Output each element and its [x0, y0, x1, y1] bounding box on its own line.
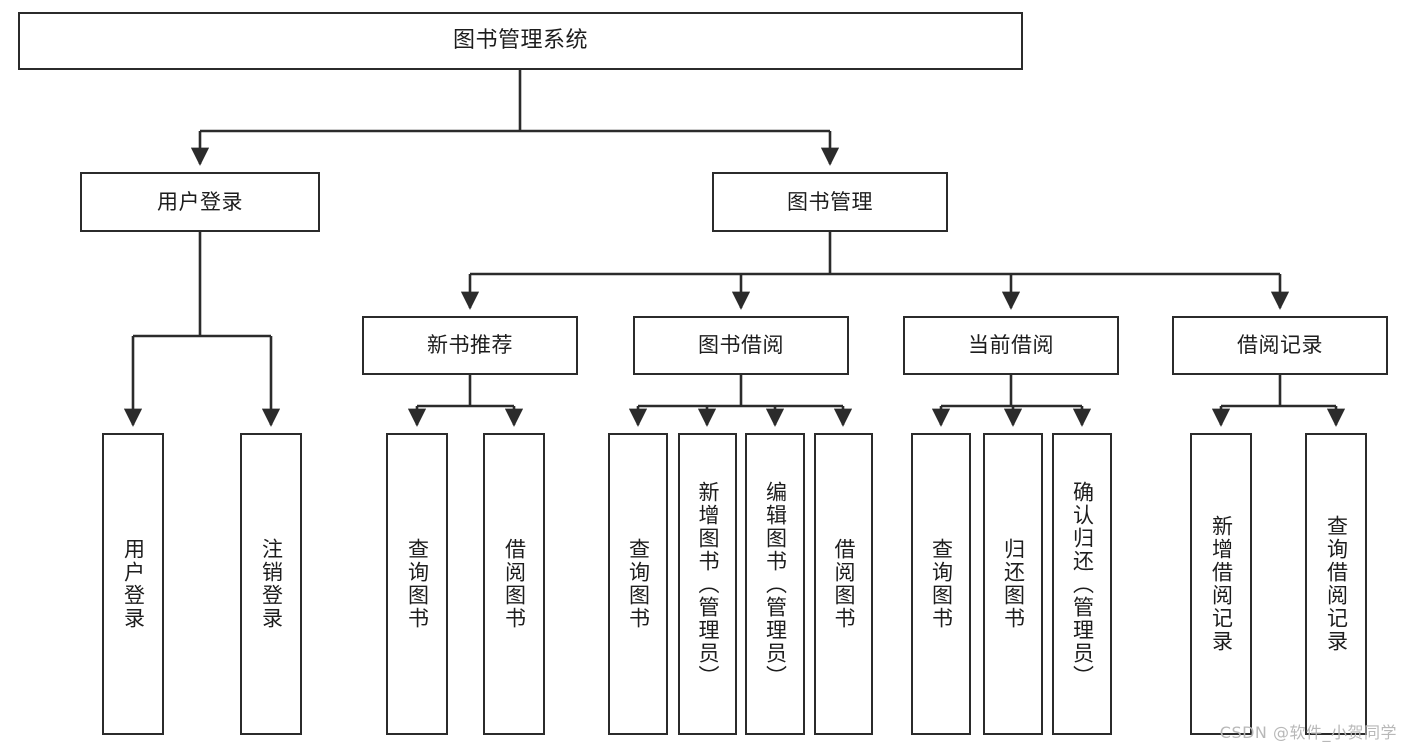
leaf-node-label: 编辑图书（管理员）	[763, 480, 788, 688]
node-new-book-recommend-label: 新书推荐	[427, 333, 513, 358]
leaf-node[interactable]: 查询图书	[608, 433, 668, 735]
node-root-label: 图书管理系统	[452, 28, 588, 54]
leaf-node-label: 新增借阅记录	[1209, 515, 1234, 653]
leaf-node-label: 归还图书	[1001, 538, 1026, 630]
leaf-node[interactable]: 借阅图书	[814, 433, 873, 735]
node-current-borrow-label: 当前借阅	[968, 333, 1054, 358]
node-book-management[interactable]: 图书管理	[712, 172, 948, 232]
leaf-node-label: 借阅图书	[832, 538, 856, 630]
leaf-node[interactable]: 新增图书（管理员）	[678, 433, 737, 735]
leaf-node[interactable]: 确认归还（管理员）	[1052, 433, 1112, 735]
leaf-node-label: 查询借阅记录	[1324, 515, 1349, 653]
node-book-borrow-label: 图书借阅	[698, 333, 784, 358]
leaf-node[interactable]: 归还图书	[983, 433, 1043, 735]
leaf-node[interactable]: 查询借阅记录	[1305, 433, 1367, 735]
leaf-node-label: 确认归还（管理员）	[1070, 480, 1095, 688]
leaf-node-label: 查询图书	[405, 538, 430, 630]
leaf-node-label: 借阅图书	[502, 538, 527, 630]
leaf-node-label: 查询图书	[626, 538, 651, 630]
leaf-node[interactable]: 用户登录	[102, 433, 164, 735]
leaf-node-label: 用户登录	[121, 538, 146, 630]
leaf-node-label: 注销登录	[259, 538, 284, 630]
node-root[interactable]: 图书管理系统	[18, 12, 1023, 70]
leaf-node[interactable]: 借阅图书	[483, 433, 545, 735]
node-user-login-label: 用户登录	[157, 189, 243, 214]
node-borrow-record-label: 借阅记录	[1237, 333, 1323, 358]
node-user-login[interactable]: 用户登录	[80, 172, 320, 232]
csdn-watermark: CSDN @软件_小贺同学	[1219, 723, 1397, 742]
leaf-node-label: 查询图书	[929, 538, 954, 630]
leaf-node-label: 新增图书（管理员）	[696, 480, 720, 688]
node-book-management-label: 图书管理	[787, 189, 873, 214]
node-borrow-record[interactable]: 借阅记录	[1172, 316, 1388, 375]
node-current-borrow[interactable]: 当前借阅	[903, 316, 1119, 375]
leaf-node[interactable]: 编辑图书（管理员）	[745, 433, 805, 735]
node-new-book-recommend[interactable]: 新书推荐	[362, 316, 578, 375]
leaf-node[interactable]: 注销登录	[240, 433, 302, 735]
leaf-node[interactable]: 查询图书	[386, 433, 448, 735]
leaf-node[interactable]: 新增借阅记录	[1190, 433, 1252, 735]
leaf-node[interactable]: 查询图书	[911, 433, 971, 735]
node-book-borrow[interactable]: 图书借阅	[633, 316, 849, 375]
